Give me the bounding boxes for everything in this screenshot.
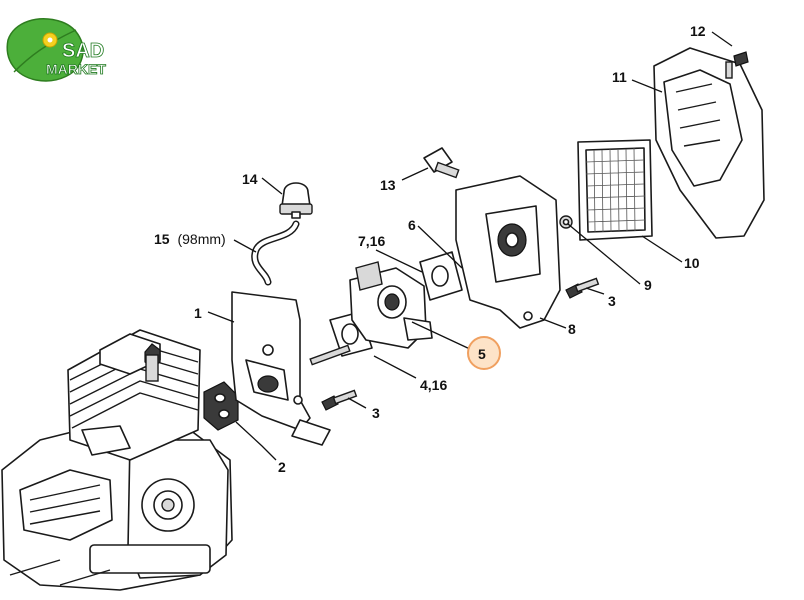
callout-12[interactable]: 12 xyxy=(690,23,706,39)
highlight-ring-part-5 xyxy=(467,336,501,370)
screw-part-3-lower[interactable] xyxy=(321,389,358,411)
callout-15-number: 15 xyxy=(154,231,170,247)
hose-part-15[interactable] xyxy=(251,220,300,286)
callout-1[interactable]: 1 xyxy=(194,305,202,321)
callout-5[interactable]: 5 xyxy=(478,346,486,362)
callout-3-upper[interactable]: 3 xyxy=(608,293,616,309)
screw-part-12[interactable] xyxy=(725,51,749,79)
gasket-part-7[interactable] xyxy=(419,251,463,301)
callout-7-16[interactable]: 7,16 xyxy=(358,233,385,249)
callout-15[interactable]: 15 (98mm) xyxy=(154,231,226,247)
primer-bulb-part-14[interactable] xyxy=(279,182,313,219)
flower-center xyxy=(47,37,53,43)
callout-14[interactable]: 14 xyxy=(242,171,258,187)
callout-4-16[interactable]: 4,16 xyxy=(420,377,447,393)
filter-cover-part-11[interactable] xyxy=(653,47,765,239)
callout-2[interactable]: 2 xyxy=(278,459,286,475)
callout-11[interactable]: 11 xyxy=(612,69,627,85)
callout-10[interactable]: 10 xyxy=(684,255,700,271)
air-filter-part-10[interactable] xyxy=(577,139,653,241)
callout-labels: 1 2 3 3 4,16 5 6 7,16 8 9 10 11 12 13 14… xyxy=(154,23,706,475)
logo-line-2: MARKET xyxy=(46,61,106,77)
callout-15-note: (98mm) xyxy=(177,231,225,247)
callout-13[interactable]: 13 xyxy=(380,177,396,193)
sad-market-logo[interactable]: SAD MARKET xyxy=(6,18,107,82)
manifold-plate-part-1[interactable] xyxy=(231,291,331,446)
leaf-logo-shape xyxy=(6,18,84,82)
callout-6[interactable]: 6 xyxy=(408,217,416,233)
screw-part-3-upper[interactable] xyxy=(565,277,600,299)
callout-9[interactable]: 9 xyxy=(644,277,652,293)
choke-knob-part-13[interactable] xyxy=(423,147,460,179)
callout-8[interactable]: 8 xyxy=(568,321,576,337)
filter-base-part-8[interactable] xyxy=(455,175,561,329)
intake-flange-part-2[interactable] xyxy=(203,381,239,431)
engine-cylinder xyxy=(67,329,201,461)
leader-lines xyxy=(207,31,733,461)
carburetor-part-5[interactable] xyxy=(309,261,433,366)
engine-crankcase xyxy=(1,419,233,591)
callout-3-lower[interactable]: 3 xyxy=(372,405,380,421)
logo-line-1: SAD xyxy=(62,40,104,62)
leaf-vein xyxy=(13,29,77,73)
